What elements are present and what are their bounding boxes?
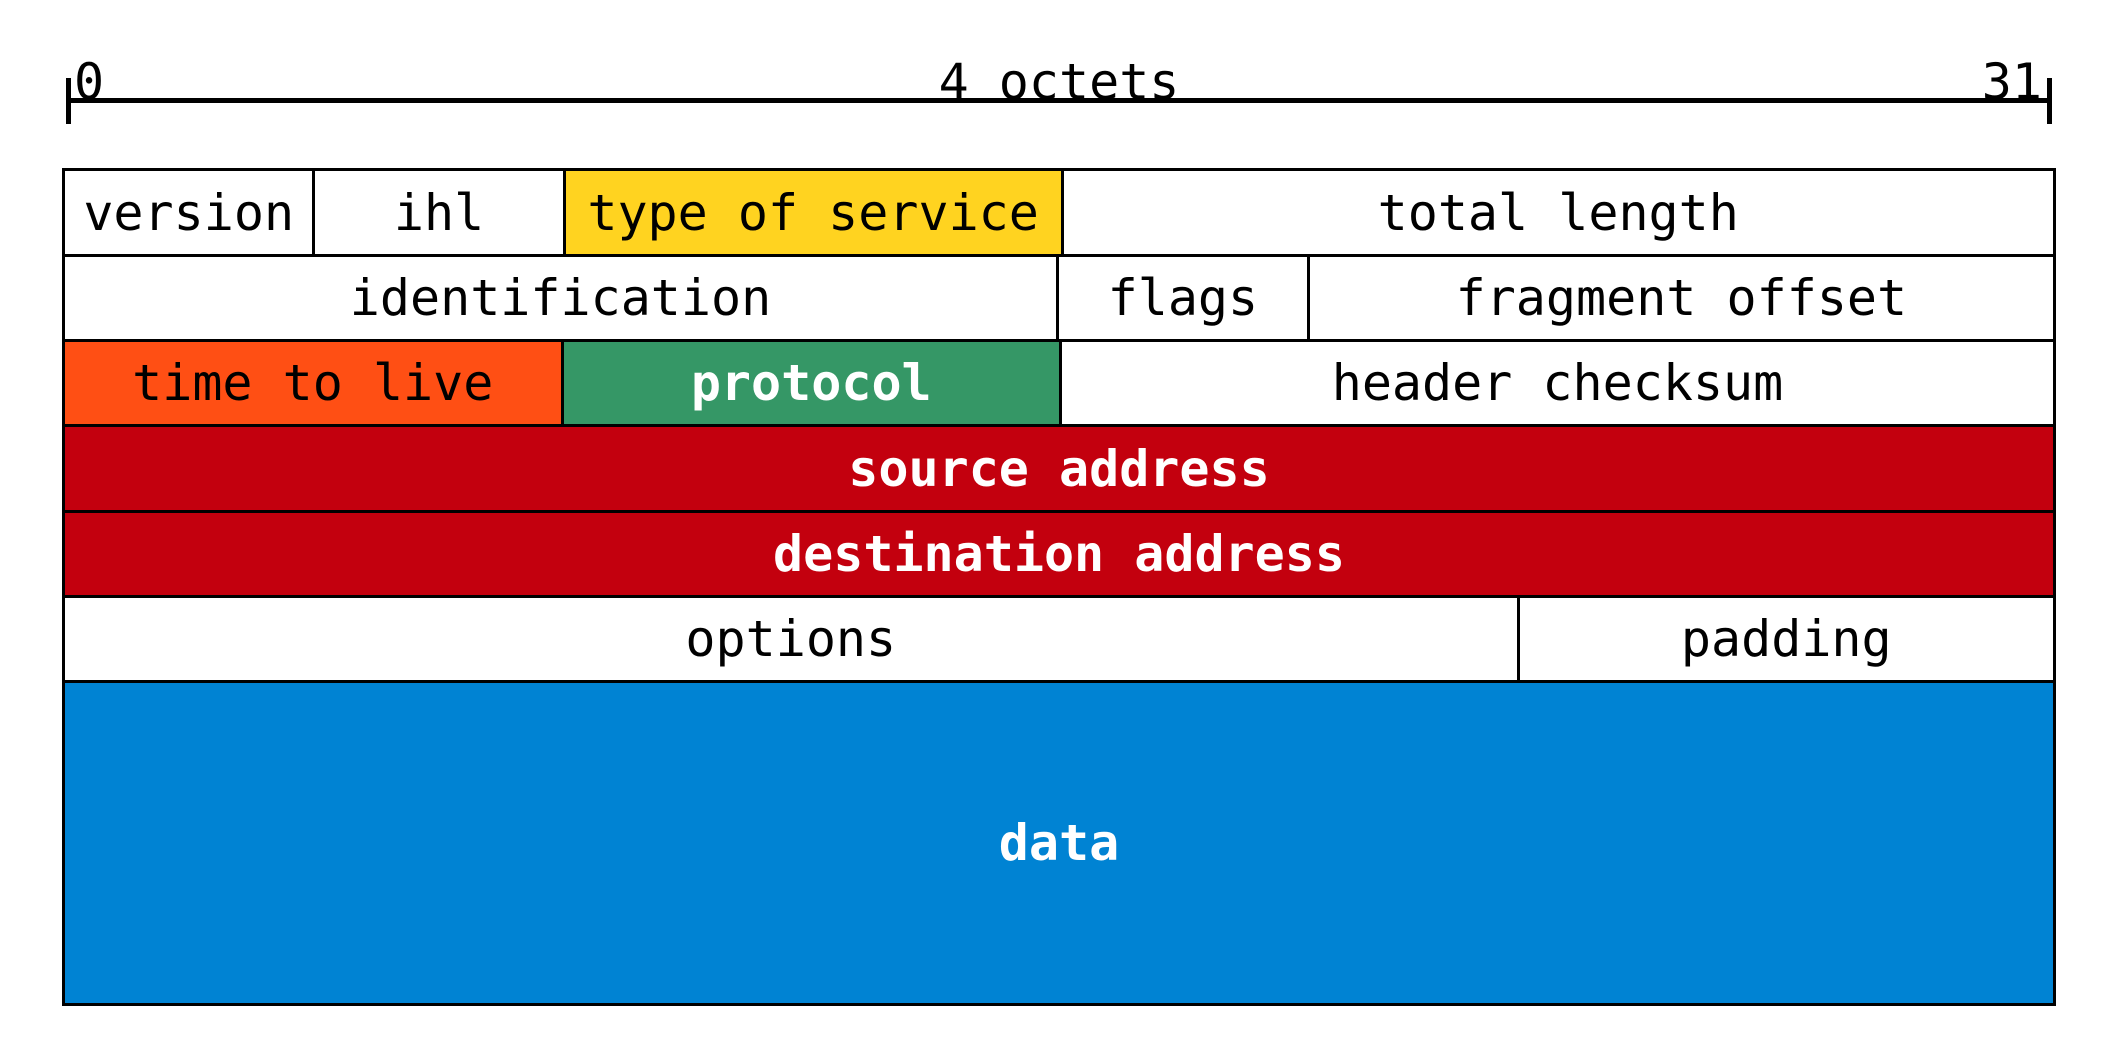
field-source-address: source address (65, 427, 2053, 510)
field-fragment-offset: fragment offset (1306, 257, 2053, 339)
ruler-line (66, 98, 2052, 103)
header-row: options padding (65, 598, 2053, 683)
field-time-to-live: time to live (65, 342, 561, 424)
header-row: time to live protocol header checksum (65, 342, 2053, 427)
header-row: source address (65, 427, 2053, 513)
ruler-middle-label: 4 octets (938, 53, 1180, 111)
header-row: identification flags fragment offset (65, 257, 2053, 342)
ruler-tick-start (66, 78, 71, 124)
field-options: options (685, 610, 897, 668)
header-row: destination address (65, 513, 2053, 598)
header-row: version ihl type of service total length (65, 171, 2053, 257)
ruler-tick-end (2047, 78, 2052, 124)
ipv4-header-diagram: version ihl type of service total length… (62, 168, 2056, 1006)
ruler-end-label: 31 (1981, 53, 2042, 111)
field-flags: flags (1056, 257, 1307, 339)
field-protocol: protocol (560, 342, 1059, 424)
field-type-of-service: type of service (562, 171, 1061, 254)
field-data: data (65, 683, 2053, 1003)
field-identification: identification (349, 269, 772, 327)
field-header-checksum: header checksum (1059, 342, 2053, 424)
bit-ruler: 0 4 octets 31 (66, 53, 2052, 124)
ruler-start-label: 0 (74, 53, 105, 111)
field-total-length: total length (1060, 171, 2054, 254)
header-row: data (65, 683, 2053, 1003)
field-ihl: ihl (312, 171, 562, 254)
field-destination-address: destination address (65, 513, 2053, 595)
field-padding: padding (1516, 598, 2053, 680)
field-version: version (83, 183, 295, 242)
